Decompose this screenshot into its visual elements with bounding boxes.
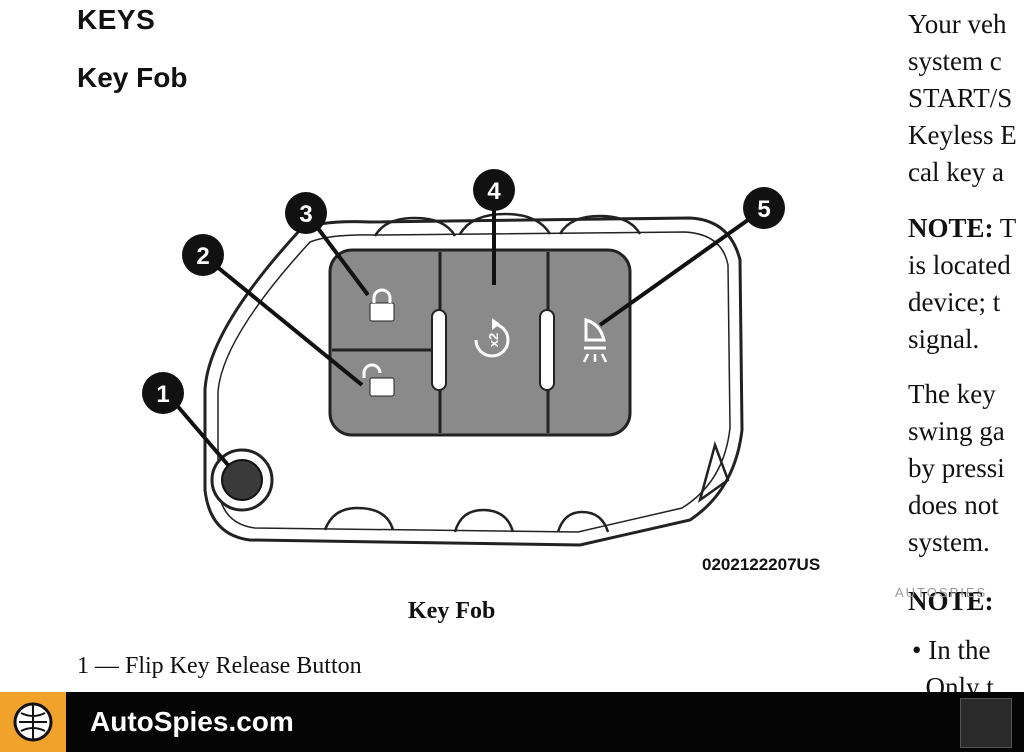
- text-line: does not: [908, 490, 999, 520]
- text-line: system c: [908, 46, 1002, 76]
- callout-4: 4: [473, 169, 515, 211]
- text-line: is located: [908, 250, 1011, 280]
- thumbnail-image[interactable]: [960, 698, 1012, 748]
- text-line: Your veh: [908, 9, 1007, 39]
- section-heading: KEYS: [77, 4, 156, 35]
- text-line: START/S: [908, 83, 1013, 113]
- paragraph: Your veh system c START/S Keyless E cal …: [908, 6, 1017, 191]
- key-fob-figure: x2 1: [130, 160, 860, 580]
- note-label: NOTE:: [908, 213, 994, 243]
- watermark: AUTOSPIES: [895, 585, 988, 600]
- text-line: by pressi: [908, 453, 1005, 483]
- site-logo[interactable]: [0, 692, 66, 752]
- text-line: NOTE: T: [908, 210, 1016, 247]
- text-line: Keyless E: [908, 120, 1017, 150]
- helmet-globe-icon: [13, 702, 53, 742]
- svg-text:1: 1: [156, 381, 169, 408]
- unlock-icon: [362, 363, 395, 397]
- subsection-heading: Key Fob: [77, 62, 188, 93]
- text-line: swing ga: [908, 416, 1005, 446]
- svg-text:4: 4: [487, 178, 501, 205]
- callout-2: 2: [182, 234, 224, 276]
- button-panel: [328, 248, 632, 437]
- remote-start-icon: x2: [474, 318, 510, 358]
- note-paragraph: NOTE: T is located device; t signal.: [908, 210, 1016, 358]
- svg-text:2: 2: [196, 243, 209, 270]
- callout-1: 1: [142, 372, 184, 414]
- document-left-column: KEYS Key Fob: [77, 4, 860, 682]
- bullet-item: • In the Only t: [912, 632, 994, 692]
- figure-legend: 1 — Flip Key Release Button: [77, 650, 362, 682]
- text-line: device; t: [908, 287, 1001, 317]
- text-line: • In the: [912, 635, 991, 665]
- paragraph: The key swing ga by pressi does not syst…: [908, 376, 1005, 561]
- note-text: T: [993, 213, 1017, 243]
- remote-start-x2-label: x2: [486, 333, 501, 347]
- text-line: The key: [908, 379, 996, 409]
- legend-item: 1 — Flip Key Release Button: [77, 653, 362, 679]
- bullet-text: Only t: [925, 672, 994, 692]
- figure-code: 0202122207US: [702, 555, 821, 574]
- text-line: Only t: [912, 669, 994, 692]
- text-line: system.: [908, 527, 990, 557]
- site-brand[interactable]: AutoSpies.com: [90, 706, 294, 737]
- figure-caption: Key Fob: [408, 598, 496, 624]
- bullet-text: In the: [928, 635, 991, 665]
- footer-bar: AutoSpies.com: [0, 692, 1024, 752]
- callout-3: 3: [285, 192, 327, 234]
- text-line: cal key a: [908, 157, 1004, 187]
- svg-text:5: 5: [757, 196, 770, 223]
- callout-5: 5: [743, 187, 785, 229]
- lock-icon: [369, 288, 395, 322]
- horn-icon: [582, 318, 608, 363]
- document-right-column: Your veh system c START/S Keyless E cal …: [908, 0, 1024, 692]
- svg-text:3: 3: [299, 201, 312, 228]
- note-label: NOTE:: [908, 586, 994, 616]
- key-fob-illustration: x2 1: [142, 169, 785, 547]
- text-line: signal.: [908, 324, 980, 354]
